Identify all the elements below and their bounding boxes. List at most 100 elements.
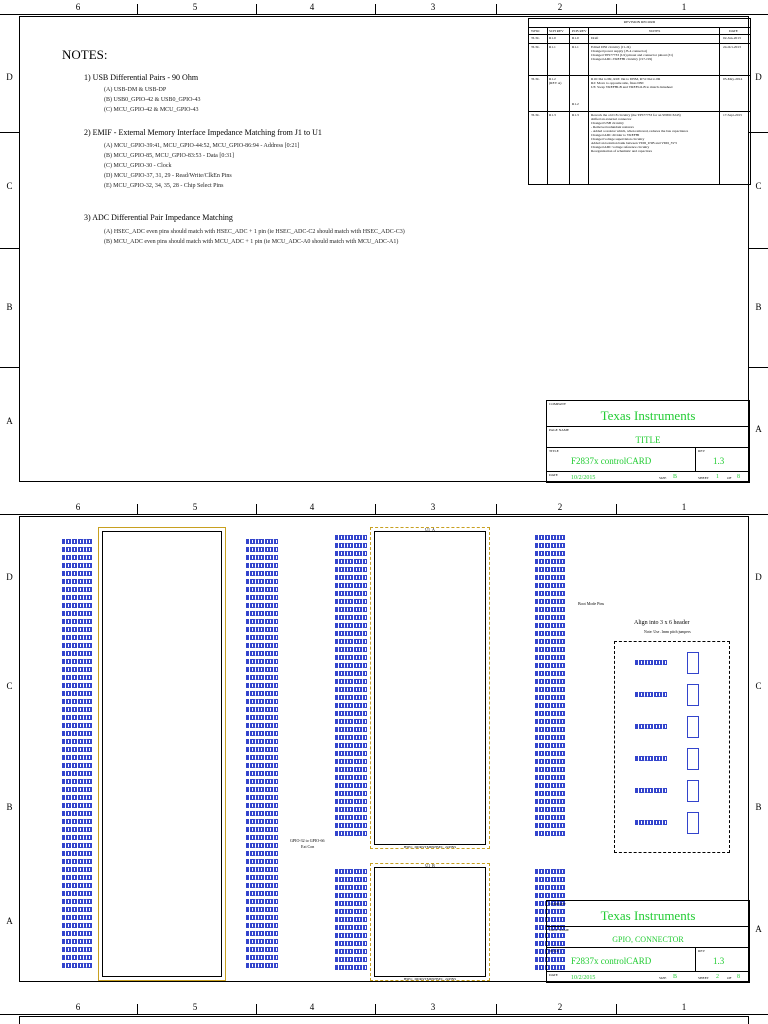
- net-stub: [62, 795, 92, 800]
- page-name: TITLE: [635, 435, 661, 445]
- net-stub: [535, 799, 565, 804]
- net-stub: [246, 579, 278, 584]
- size-label: SIZE: [659, 476, 667, 480]
- jumper-net: [635, 756, 667, 761]
- net-stub: [246, 915, 278, 920]
- net-stub: [535, 807, 565, 812]
- net-stub: [62, 651, 92, 656]
- net-stub: [535, 687, 565, 692]
- net-stub: [246, 723, 278, 728]
- doc-title: F2837x controlCARD: [571, 956, 652, 966]
- company-name: Texas Instruments: [600, 408, 696, 423]
- net-stub: [535, 671, 565, 676]
- col-label: 4: [309, 2, 315, 12]
- net-stub: [335, 711, 367, 716]
- rev-pcb: R1.0: [572, 36, 579, 40]
- sheet-value: 2: [716, 974, 719, 980]
- revision-row: TI-SL R1.2 (REV A) R1.2 R16: 0Ω to 0R, R…: [529, 75, 750, 110]
- jumper-block: [687, 652, 699, 674]
- net-stub: [335, 823, 367, 828]
- row-label: D: [755, 72, 762, 82]
- net-stub: [62, 811, 92, 816]
- note-item: (A) MCU_GPIO-39:41, MCU_GPIO-44:52, MCU_…: [104, 143, 300, 149]
- net-stub: [535, 711, 565, 716]
- net-stub: [535, 535, 565, 540]
- net-stub: [62, 963, 92, 968]
- net-stub: [246, 867, 278, 872]
- col-label: 1: [681, 1002, 687, 1012]
- net-stub: [246, 539, 278, 544]
- net-stub: [535, 575, 565, 580]
- of-value: 8: [737, 974, 740, 980]
- note-item: (B) MCU_ADC even pins should match with …: [104, 239, 399, 245]
- rev-value: 1.3: [713, 956, 725, 966]
- u1a-label: U1_A: [425, 527, 435, 532]
- net-stub: [335, 799, 367, 804]
- net-stub: [535, 751, 565, 756]
- net-stub: [246, 715, 278, 720]
- rev-pcb: R1.3: [572, 113, 579, 117]
- net-stub: [535, 639, 565, 644]
- net-stub: [335, 775, 367, 780]
- net-stub: [335, 679, 367, 684]
- net-stub: [62, 771, 92, 776]
- net-stub: [246, 691, 278, 696]
- u1b-part: HSEC_DDR3/TMDSHSEC_2xPINS: [403, 977, 457, 981]
- sheet-label: SHEET: [698, 476, 709, 480]
- net-stub: [535, 743, 565, 748]
- net-stub: [62, 555, 92, 560]
- left-pin-nets: [60, 539, 280, 979]
- net-stub: [535, 877, 565, 882]
- net-stub: [62, 923, 92, 928]
- date-label: DATE: [549, 973, 558, 977]
- schematic-sheet-3: [19, 1016, 749, 1024]
- revision-row: TI-SL R1.0 R1.0 Draft 02-Jun-2013: [529, 34, 750, 42]
- note-item: (B) MCU_GPIO-85, MCU_GPIO-83:53 - Data […: [104, 153, 234, 159]
- net-stub: [246, 643, 278, 648]
- net-stub: [535, 941, 565, 946]
- col-label: 5: [192, 2, 198, 12]
- rev-col-header: PCB REV: [572, 29, 587, 33]
- net-stub: [535, 759, 565, 764]
- net-stub: [335, 791, 367, 796]
- company-name: Texas Instruments: [600, 908, 696, 923]
- net-stub: [246, 563, 278, 568]
- note-heading: 1) USB Differential Pairs - 90 Ohm: [84, 73, 199, 82]
- jumper-block: [687, 748, 699, 770]
- net-stub: [246, 851, 278, 856]
- row-label: D: [6, 572, 13, 582]
- net-stub: [335, 583, 367, 588]
- title-label: TITLE: [549, 449, 559, 453]
- net-stub: [535, 831, 565, 836]
- col-label: 2: [557, 2, 563, 12]
- column-ruler-page2: 6 5 4 3 2 1: [0, 500, 768, 515]
- net-stub: [62, 731, 92, 736]
- net-stub: [335, 639, 367, 644]
- net-stub: [535, 965, 565, 970]
- net-stub: [535, 885, 565, 890]
- row-label: A: [755, 924, 762, 934]
- net-stub: [62, 955, 92, 960]
- company-label: COMPANY: [549, 902, 567, 906]
- net-stub: [335, 623, 367, 628]
- gpio-range-note: GPIO-32 to GPIO-66: [290, 838, 325, 843]
- column-ruler-top: 6 5 4 3 2 1: [0, 0, 768, 15]
- middle-pin-nets: [335, 535, 565, 845]
- net-stub: [535, 957, 565, 962]
- net-stub: [535, 599, 565, 604]
- net-stub: [62, 747, 92, 752]
- net-stub: [246, 547, 278, 552]
- jumper-block: [687, 812, 699, 834]
- title-label: TITLE: [549, 949, 559, 953]
- rev-col-header: WHO: [531, 29, 540, 33]
- net-stub: [62, 611, 92, 616]
- net-stub: [535, 917, 565, 922]
- row-label: B: [755, 802, 762, 812]
- net-stub: [335, 551, 367, 556]
- net-stub: [535, 783, 565, 788]
- u1a-symbol: U1_A HSEC_DDR3/TMDSHSEC_2xPINS: [370, 527, 490, 849]
- col-label: 6: [75, 502, 81, 512]
- boot-mode-label: Boot Mode Pins: [578, 601, 605, 606]
- net-stub: [62, 571, 92, 576]
- row-label: A: [6, 916, 13, 926]
